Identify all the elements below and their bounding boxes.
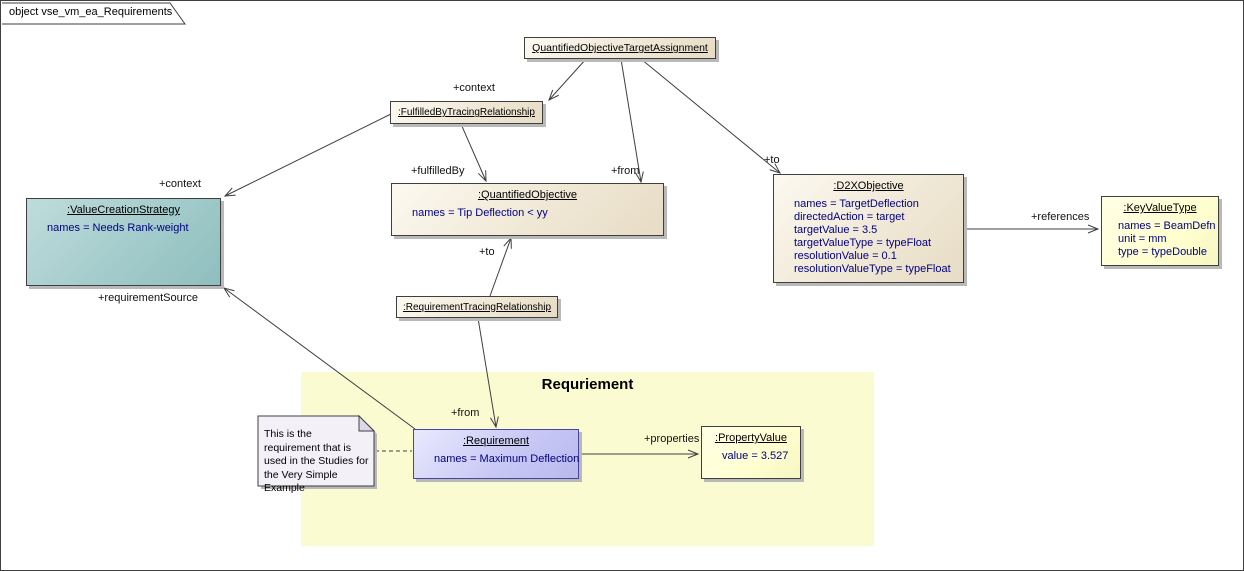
node-title: :RequirementTracingRelationship bbox=[402, 301, 552, 313]
attribute-row: names = Maximum Deflection bbox=[434, 453, 580, 465]
node-title: :FulfilledByTracingRelationship bbox=[398, 107, 535, 118]
attribute-row: targetValueType = typeFloat bbox=[794, 237, 932, 249]
node-title: :PropertyValue bbox=[715, 432, 787, 444]
attribute-row: targetValue = 3.5 bbox=[794, 224, 878, 236]
node-title: :QuantifiedObjective bbox=[477, 189, 578, 201]
note-text: This is the requirement that is used in … bbox=[264, 428, 369, 494]
node-value-creation-strategy[interactable]: :ValueCreationStrategy names = Needs Ran… bbox=[26, 198, 221, 286]
edge-label-from-bottom: +from bbox=[451, 407, 480, 419]
node-requirement[interactable]: :Requirement names = Maximum Deflection bbox=[413, 429, 579, 479]
node-requirement-tracing-relationship[interactable]: :RequirementTracingRelationship bbox=[396, 296, 558, 318]
connector-context-top bbox=[548, 58, 587, 101]
connector-context-left bbox=[223, 113, 392, 197]
node-title: :D2XObjective bbox=[833, 180, 904, 192]
node-quantified-objective[interactable]: :QuantifiedObjective names = Tip Deflect… bbox=[391, 183, 664, 236]
attribute-row: resolutionValueType = typeFloat bbox=[794, 263, 951, 275]
attribute-row: names = Tip Deflection < yy bbox=[412, 207, 548, 219]
edge-label-references: +references bbox=[1031, 211, 1090, 223]
attribute-row: unit = mm bbox=[1118, 233, 1167, 245]
attribute-row: type = typeDouble bbox=[1118, 246, 1207, 258]
frame-tab-label: object vse_vm_ea_Requirements bbox=[9, 6, 173, 18]
attribute-row: directedAction = target bbox=[794, 211, 905, 223]
edge-label-properties: +properties bbox=[644, 433, 700, 445]
edge-label-fulfilledby: +fulfilledBy bbox=[411, 165, 465, 177]
node-title: :Requirement bbox=[462, 435, 530, 447]
attribute-row: names = Needs Rank-weight bbox=[47, 222, 189, 234]
edge-label-to-mid: +to bbox=[479, 246, 495, 258]
edge-label-to-top: +to bbox=[764, 154, 780, 166]
node-title: :KeyValueType bbox=[1123, 202, 1197, 214]
node-key-value-type[interactable]: :KeyValueType names = BeamDefn unit = mm… bbox=[1101, 196, 1219, 266]
node-fulfilled-by-tracing-relationship[interactable]: :FulfilledByTracingRelationship bbox=[390, 101, 543, 124]
node-d2x-objective[interactable]: :D2XObjective names = TargetDeflection d… bbox=[773, 174, 964, 283]
node-quantified-objective-target-assignment[interactable]: QuantifiedObjectiveTargetAssignment bbox=[524, 37, 716, 59]
connector-to-top bbox=[640, 58, 782, 174]
connector-from-top bbox=[620, 58, 644, 184]
node-property-value[interactable]: :PropertyValue value = 3.527 bbox=[701, 426, 801, 479]
node-title: QuantifiedObjectiveTargetAssignment bbox=[532, 42, 708, 54]
edge-label-context-left: +context bbox=[159, 178, 201, 190]
edge-label-requirementsource: +requirementSource bbox=[98, 292, 198, 304]
attribute-row: value = 3.527 bbox=[722, 450, 789, 462]
edge-label-from-top: +from bbox=[611, 165, 640, 177]
node-title: :ValueCreationStrategy bbox=[67, 204, 180, 216]
attribute-row: names = TargetDeflection bbox=[794, 198, 919, 210]
edge-label-context-top: +context bbox=[453, 82, 495, 94]
attribute-row: resolutionValue = 0.1 bbox=[794, 250, 897, 262]
requirement-region-title: Requriement bbox=[541, 376, 634, 393]
attribute-row: names = BeamDefn bbox=[1118, 220, 1216, 232]
